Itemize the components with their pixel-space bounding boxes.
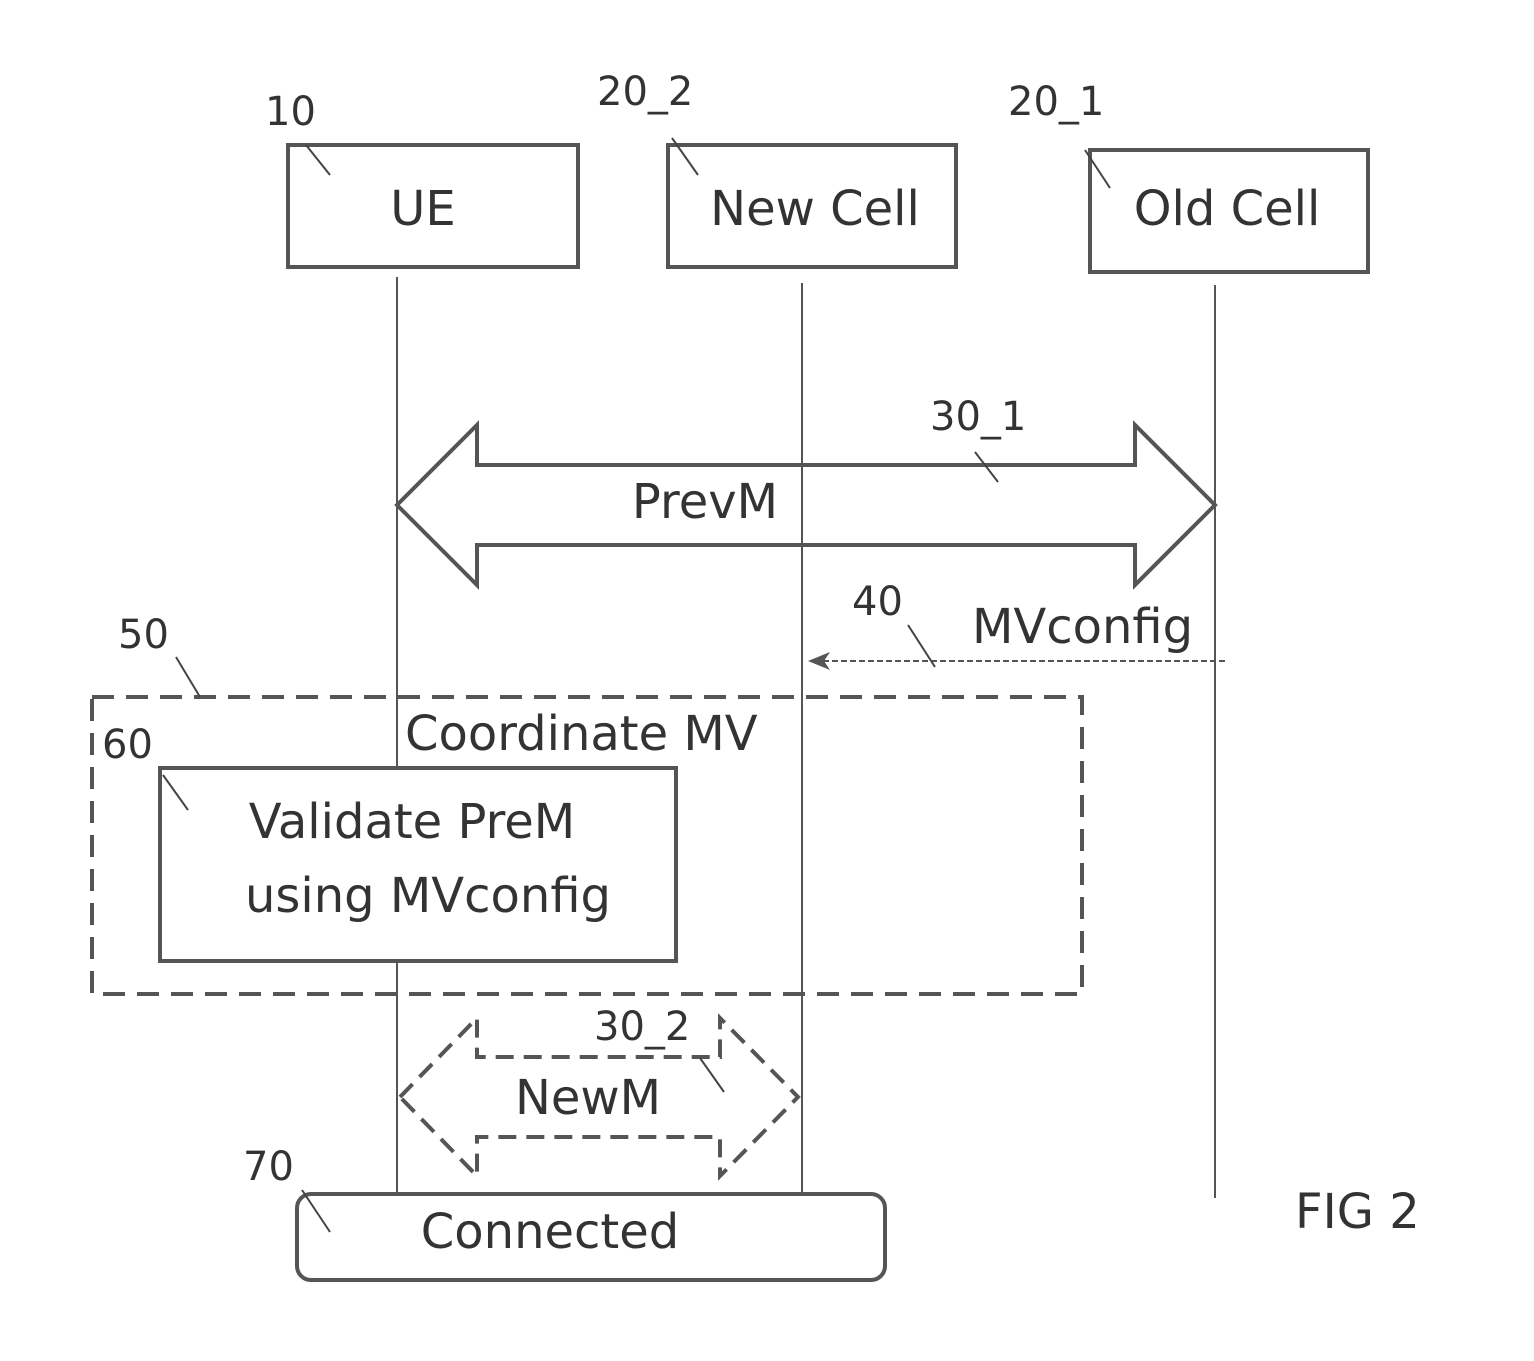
ue-label: UE xyxy=(390,181,455,237)
prevm-label: PrevM xyxy=(632,474,778,530)
connected-ref-leader xyxy=(301,1189,331,1233)
newm-ref-leader xyxy=(699,1057,725,1093)
ue-ref: 10 xyxy=(265,89,316,135)
old-cell-ref-leader xyxy=(1084,149,1111,189)
newm-arrow: NewM 30_2 xyxy=(397,1004,801,1181)
prevm-arrow: PrevM 30_1 xyxy=(394,394,1218,590)
old-cell-ref: 20_1 xyxy=(1008,79,1104,125)
validate-line2: using MVconfig xyxy=(245,868,611,924)
newm-ref: 30_2 xyxy=(594,1004,690,1050)
connected-box xyxy=(295,1192,887,1282)
prevm-ref-leader xyxy=(974,451,999,483)
coordinate-ref: 50 xyxy=(118,612,169,658)
connected-ref: 70 xyxy=(243,1144,294,1190)
ue-ref-leader xyxy=(305,144,331,176)
mvconfig-ref: 40 xyxy=(852,579,903,625)
new-cell-ref-leader xyxy=(671,137,699,176)
ue-entity: UE 10 xyxy=(265,89,580,269)
old-cell-entity: Old Cell 20_1 xyxy=(1008,79,1370,274)
validate-ref: 60 xyxy=(102,722,153,768)
prevm-ref: 30_1 xyxy=(930,394,1026,440)
newm-label: NewM xyxy=(515,1070,661,1126)
mvconfig-message: MVconfig 40 xyxy=(808,579,1225,670)
old-cell-label: Old Cell xyxy=(1134,181,1321,237)
new-cell-label: New Cell xyxy=(710,181,920,237)
coordinate-label: Coordinate MV xyxy=(405,706,758,762)
validate-ref-leader xyxy=(162,774,189,811)
newm-arrow-shape xyxy=(397,1013,801,1181)
connected-label: Connected xyxy=(421,1204,679,1260)
validate-line1: Validate PreM xyxy=(249,794,575,850)
new-cell-box xyxy=(666,143,958,269)
prevm-arrow-shape xyxy=(394,420,1218,590)
coordinate-frame-border xyxy=(90,695,1084,996)
coordinate-frame: Coordinate MV 50 xyxy=(90,612,1084,996)
figure-label: FIG 2 xyxy=(1295,1184,1420,1240)
ue-box xyxy=(286,143,580,269)
new-cell-entity: New Cell 20_2 xyxy=(597,69,958,269)
validate-step: Validate PreM using MVconfig 60 xyxy=(102,722,678,963)
connected-state: Connected 70 xyxy=(243,1144,887,1282)
mvconfig-ref-leader xyxy=(907,624,936,668)
old-cell-box xyxy=(1088,148,1370,274)
new-cell-ref: 20_2 xyxy=(597,69,693,115)
validate-box xyxy=(158,766,678,963)
mvconfig-label: MVconfig xyxy=(972,599,1193,655)
coordinate-ref-leader xyxy=(175,656,201,698)
mvconfig-arrowhead xyxy=(808,652,830,670)
